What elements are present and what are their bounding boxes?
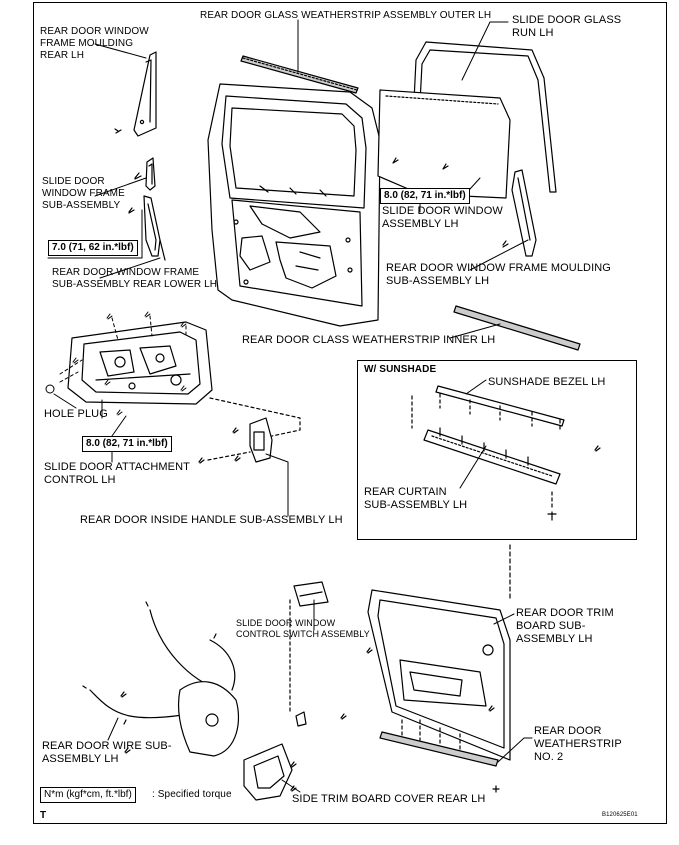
window-control-switch-part: [289, 581, 329, 727]
label-window-control-switch: SLIDE DOOR WINDOW CONTROL SWITCH ASSEMBL…: [236, 618, 370, 639]
label-weatherstrip-no2: REAR DOOR WEATHERSTRIP NO. 2: [534, 725, 622, 763]
window-frame-moulding-part: [114, 51, 157, 137]
torque-frame-rear-lower: 7.0 (71, 62 in.*lbf): [48, 240, 138, 256]
frame-moulding-sub-part: [502, 169, 537, 257]
glass-weatherstrip-inner-part: [453, 305, 581, 351]
leader-lines: [47, 19, 533, 793]
side-trim-cover-part: [243, 743, 297, 801]
inside-handle-part: [198, 397, 301, 464]
frame-rear-lower-part: [128, 195, 166, 261]
label-inside-handle: REAR DOOR INSIDE HANDLE SUB-ASSEMBLY LH: [80, 514, 343, 526]
diagram-frame: [33, 2, 667, 824]
label-slide-door-glass-run: SLIDE DOOR GLASS RUN LH: [512, 14, 622, 39]
label-slide-door-window-assembly: SLIDE DOOR WINDOW ASSEMBLY LH: [382, 205, 503, 230]
label-wire-sub: REAR DOOR WIRE SUB- ASSEMBLY LH: [42, 740, 172, 765]
glass-weatherstrip-outer-part: [240, 55, 359, 94]
label-glass-weatherstrip-outer: REAR DOOR GLASS WEATHERSTRIP ASSEMBLY OU…: [200, 10, 492, 21]
trim-board-part: [340, 544, 511, 761]
label-slide-door-window-frame: SLIDE DOOR WINDOW FRAME SUB-ASSEMBLY: [42, 176, 125, 211]
door-shell: [207, 83, 381, 327]
torque-window-assembly: 8.0 (82, 71 in.*lbf): [380, 188, 470, 204]
sunshade-assembly: [411, 385, 601, 521]
label-hole-plug: HOLE PLUG: [44, 408, 108, 420]
label-glass-weatherstrip-inner: REAR DOOR CLASS WEATHERSTRIP INNER LH: [242, 334, 496, 346]
torque-attachment-control: 8.0 (82, 71 in.*lbf): [82, 436, 172, 452]
label-frame-moulding-sub: REAR DOOR WINDOW FRAME MOULDING SUB-ASSE…: [386, 262, 611, 287]
attachment-control-part: [67, 321, 213, 405]
label-window-frame-moulding: REAR DOOR WINDOW FRAME MOULDING REAR LH: [40, 26, 149, 61]
weatherstrip-no2-part: [379, 731, 500, 793]
label-sunshade-bezel: SUNSHADE BEZEL LH: [488, 376, 606, 388]
label-side-trim-cover: SIDE TRIM BOARD COVER REAR LH: [292, 793, 486, 805]
label-attachment-control: SLIDE DOOR ATTACHMENT CONTROL LH: [44, 461, 190, 486]
slide-door-window-frame-part: [134, 157, 156, 191]
legend-torque-unit: N*m (kgf*cm, ft.*lbf): [40, 787, 136, 803]
figure-code: B120625E01: [602, 812, 638, 818]
corner-mark: T: [40, 810, 47, 821]
label-trim-board: REAR DOOR TRIM BOARD SUB- ASSEMBLY LH: [516, 607, 614, 645]
label-rear-curtain: REAR CURTAIN SUB-ASSEMBLY LH: [364, 486, 468, 511]
lock-bolts: [45, 311, 187, 416]
sunshade-box: [357, 360, 637, 540]
label-w-sunshade: W/ SUNSHADE: [364, 364, 437, 375]
legend-text: : Specified torque: [152, 789, 232, 800]
label-frame-rear-lower: REAR DOOR WINDOW FRAME SUB-ASSEMBLY REAR…: [52, 267, 218, 290]
slide-door-window-glass-part: [377, 89, 511, 199]
wire-harness-part: [82, 601, 240, 757]
